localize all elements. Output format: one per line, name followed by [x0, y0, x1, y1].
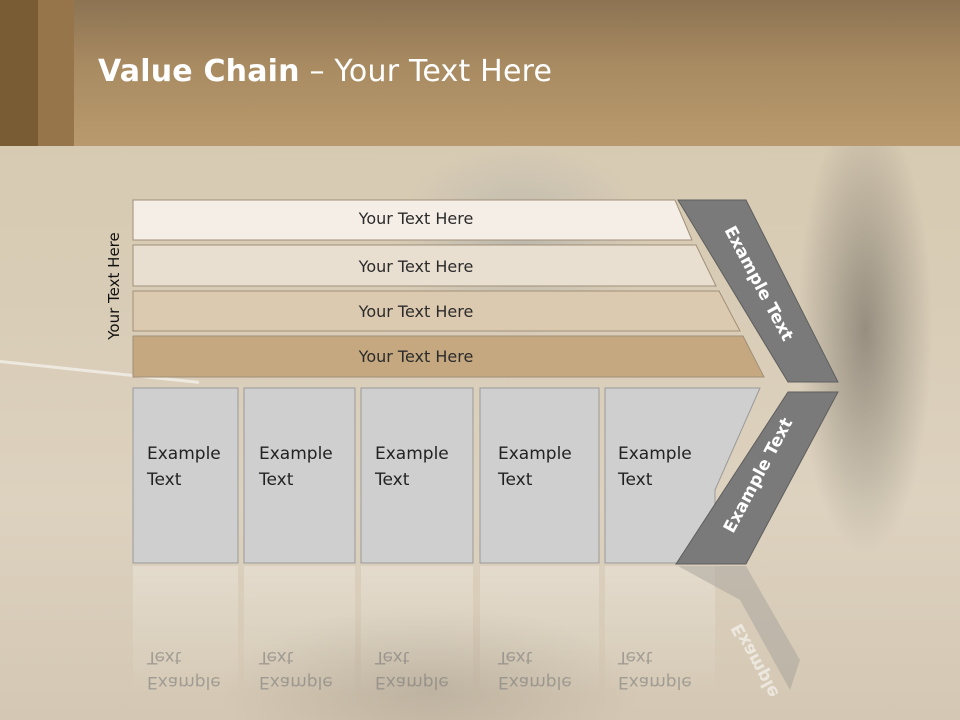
reflection-text: Example [375, 672, 449, 692]
diagram-reflection: Example Text Example Text Example Text E… [133, 566, 800, 701]
reflection-box [605, 566, 715, 696]
box-1-line2: Text [146, 470, 182, 490]
box-2[interactable] [243, 387, 356, 564]
reflection-arrow [678, 566, 800, 690]
boxes-group: Example Text Example Text Example Text E… [132, 387, 761, 564]
box-1[interactable] [132, 387, 239, 564]
box-4-line2: Text [497, 470, 533, 490]
header-accent-strip [0, 0, 38, 146]
title-bold: Value Chain [98, 54, 300, 89]
reflection-box [244, 566, 355, 696]
arrow-upper-segment[interactable] [677, 199, 839, 383]
title-rest: – Your Text Here [299, 54, 553, 89]
box-5-line1: Example [618, 444, 692, 464]
reflection-text: Text [617, 647, 653, 667]
slide-title[interactable]: Value Chain – Your Text Here [98, 54, 552, 89]
arrow-lower-segment[interactable] [675, 391, 839, 565]
bar-3-label: Your Text Here [358, 302, 474, 321]
header-band: Value Chain – Your Text Here [0, 0, 960, 146]
reflection-text: Text [374, 647, 410, 667]
bar-1[interactable] [132, 199, 693, 241]
box-2-line1: Example [259, 444, 333, 464]
reflection-text: Example [498, 672, 572, 692]
bar-2[interactable] [132, 244, 717, 287]
reflection-box [480, 566, 599, 696]
bar-3[interactable] [132, 290, 741, 332]
bar-4-label: Your Text Here [358, 347, 474, 366]
reflection-box [361, 566, 473, 696]
box-3-line2: Text [374, 470, 410, 490]
reflection-text: Text [146, 647, 182, 667]
box-3[interactable] [360, 387, 474, 564]
box-5-line2: Text [617, 470, 653, 490]
box-2-line2: Text [258, 470, 294, 490]
reflection-text: Example [147, 672, 221, 692]
reflection-text: Text [497, 647, 533, 667]
reflection-text: Text [258, 647, 294, 667]
reflection-text: Example [618, 672, 692, 692]
bar-1-label: Your Text Here [358, 209, 474, 228]
box-4-line1: Example [498, 444, 572, 464]
box-1-line1: Example [147, 444, 221, 464]
header-accent-strip-light [38, 0, 74, 146]
bar-2-label: Your Text Here [358, 257, 474, 276]
box-4[interactable] [479, 387, 600, 564]
bars-group: Your Text Here Your Text Here Your Text … [132, 199, 765, 378]
box-3-line1: Example [375, 444, 449, 464]
reflection-text: Example [259, 672, 333, 692]
reflection-box [133, 566, 238, 696]
bar-4[interactable] [132, 335, 765, 378]
